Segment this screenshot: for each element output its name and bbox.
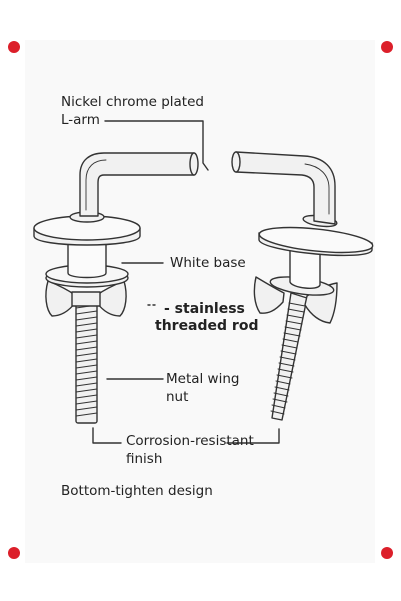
finish-label-line-1: Corrosion-resistant	[126, 433, 254, 449]
threaded-rod-label-line-1: - stainless	[164, 301, 245, 317]
wing-nut-label-line-1: Metal wing	[166, 371, 240, 387]
corner-marker-top-left	[8, 41, 20, 53]
design-caption: Bottom-tighten design	[61, 483, 213, 499]
leader-lines	[92, 120, 280, 444]
right-bolt	[231, 151, 374, 421]
l-arm-label-line-2: L-arm	[61, 112, 100, 128]
corner-marker-bottom-left	[8, 547, 20, 559]
corner-marker-bottom-right	[381, 547, 393, 559]
threaded-rod-label-line-2: threaded rod	[155, 318, 259, 334]
wing-nut-label-line-2: nut	[166, 389, 189, 405]
white-base-label: White base	[170, 255, 246, 271]
l-arm-label-line-1: Nickel chrome plated	[61, 94, 204, 110]
left-bolt	[33, 152, 199, 424]
corner-marker-top-right	[381, 41, 393, 53]
finish-label-line-2: finish	[126, 451, 163, 467]
